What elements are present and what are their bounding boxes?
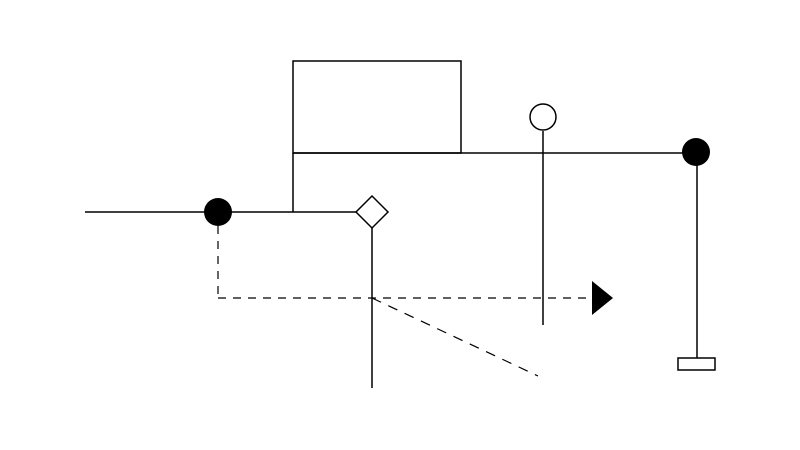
dashed-diagonal-line [371,297,539,377]
terminal-bar [677,357,716,371]
right-filled-node [682,138,710,166]
open-circle-node [529,103,557,131]
flow-arrowhead [592,281,613,315]
left-filled-node [204,198,232,226]
diamond-junction [354,194,390,230]
top-box [292,60,462,154]
